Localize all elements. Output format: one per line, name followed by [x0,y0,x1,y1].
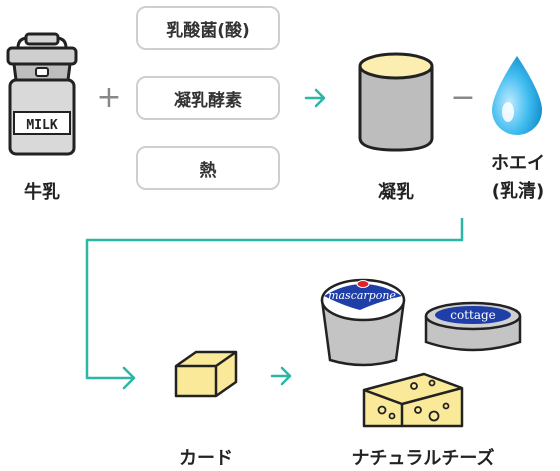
natural-cheese-label: ナチュラルチーズ [351,448,495,469]
curdled-milk-label: 凝乳 [378,182,414,203]
ingredient-lactic-acid-bacteria: 乳酸菌(酸) [136,6,280,50]
curd-block-icon [174,350,238,398]
whey-label: ホエイ (乳清) [478,150,558,206]
ingredient-heat: 熱 [136,146,280,190]
cottage-text: cottage [450,308,496,322]
plus-sign: + [96,80,122,115]
whey-label-line1: ホエイ [491,153,545,174]
milk-can-label-text: MILK [26,118,57,133]
minus-sign: − [450,80,476,115]
arrow-right-icon [270,366,292,386]
curd-label: カード [179,448,233,469]
ingredient-rennet: 凝乳酵素 [136,76,280,120]
cheese-wedge-icon [362,372,464,428]
whey-drop-icon [492,56,542,135]
curd-bucket-icon [358,52,434,152]
whey-label-line2: (乳清) [491,181,545,202]
arrow-right-icon [304,88,326,108]
mascarpone-text: mascarpone [328,289,396,302]
milk-can-icon: MILK [6,32,78,156]
cottage-tub-icon: cottage [424,301,522,352]
milk-label: 牛乳 [24,182,60,203]
mascarpone-tub-icon: mascarpone [320,278,406,367]
